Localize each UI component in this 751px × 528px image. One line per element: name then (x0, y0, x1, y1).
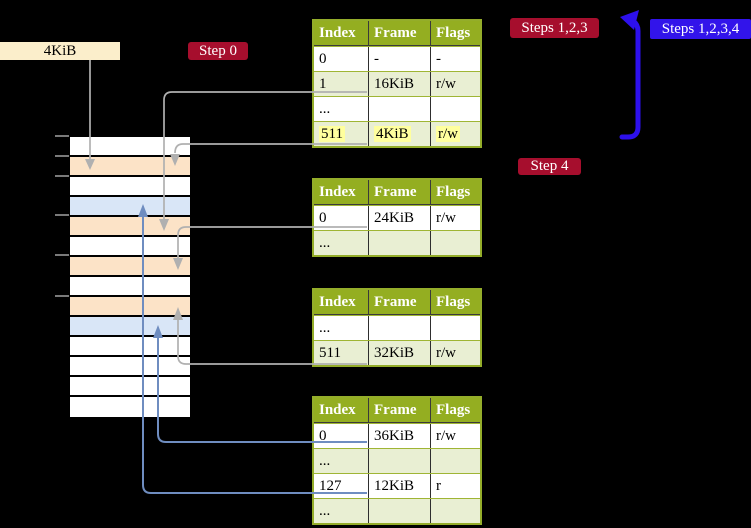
table-row: ... (314, 315, 480, 340)
memory-row-free (70, 337, 190, 357)
table-cell: r/w (436, 428, 456, 444)
memory-row-free (70, 177, 190, 197)
table-row: ... (314, 498, 480, 523)
memory-row-free (70, 277, 190, 297)
table-cell (431, 97, 480, 121)
table-cell (369, 449, 431, 473)
table-cell: - (369, 47, 431, 71)
steps-123-badge: Steps 1,2,3 (510, 18, 599, 38)
table-cell (431, 499, 480, 523)
table-cell (431, 231, 480, 255)
table-cell: - (436, 51, 441, 67)
memory-row-page-table (70, 217, 190, 237)
table-cell (369, 316, 431, 340)
table-cell: 24KiB (369, 206, 431, 230)
memory-row-free (70, 397, 190, 417)
table-cell (369, 231, 431, 255)
table-cell: 511 (314, 122, 369, 146)
table-row: ... (314, 96, 480, 121)
memory-row-free (70, 357, 190, 377)
table-cell: ... (314, 97, 369, 121)
table-cell (431, 316, 480, 340)
column-header-frame: Frame (369, 180, 431, 204)
table-cell: 0 (314, 47, 369, 71)
highlighted-value: r/w (436, 126, 460, 142)
table-cell: 0 (314, 424, 369, 448)
table-cell: ... (314, 316, 369, 340)
memory-row-free (70, 377, 190, 397)
physical-memory-column (70, 137, 190, 417)
table-cell: 36KiB (369, 424, 431, 448)
table-cell (369, 97, 431, 121)
table-cell: r/w (436, 76, 456, 92)
table-row: 0-- (314, 46, 480, 71)
memory-row-free (70, 137, 190, 157)
column-header-frame: Frame (369, 290, 431, 314)
table-cell: r/w (431, 122, 480, 146)
table-row: 511 4KiB r/w (314, 121, 480, 146)
column-header-index: Index (314, 398, 369, 422)
column-header-index: Index (314, 290, 369, 314)
memory-row-page-table (70, 257, 190, 277)
table-cell: 32KiB (369, 341, 431, 365)
table-cell: r/w (436, 345, 456, 361)
memory-row-free (70, 237, 190, 257)
recursive-loop-arrow (619, 17, 641, 140)
column-header-index: Index (314, 21, 369, 45)
recursive-loop-arrowhead (620, 10, 639, 30)
memory-tick (55, 214, 69, 216)
table-cell (431, 449, 480, 473)
memory-tick (55, 295, 69, 297)
step-4-badge: Step 4 (518, 158, 581, 175)
highlighted-value: 4KiB (374, 126, 411, 142)
table-cell: 127 (314, 474, 369, 498)
page-size-badge: 4KiB (0, 42, 120, 60)
steps-1234-badge: Steps 1,2,3,4 (650, 19, 751, 39)
memory-tick (55, 254, 69, 256)
memory-tick (55, 155, 69, 157)
column-header-index: Index (314, 180, 369, 204)
table-cell: r (436, 478, 441, 494)
table-cell: 1 (314, 72, 369, 96)
table-cell: 16KiB (369, 72, 431, 96)
highlighted-value: 511 (319, 126, 345, 142)
table-cell: 4KiB (369, 122, 431, 146)
column-header-flags: Flags (436, 294, 471, 310)
table-cell (369, 499, 431, 523)
memory-tick (55, 135, 69, 137)
column-header-frame: Frame (369, 398, 431, 422)
memory-row-mapped (70, 197, 190, 217)
table-row: ... (314, 448, 480, 473)
table-row: ... (314, 230, 480, 255)
column-header-flags: Flags (436, 25, 471, 41)
memory-tick (55, 175, 69, 177)
table-cell: ... (314, 231, 369, 255)
step-0-badge: Step 0 (188, 42, 248, 60)
column-header-flags: Flags (436, 402, 471, 418)
column-header-flags: Flags (436, 184, 471, 200)
memory-row-page-table (70, 157, 190, 177)
table-cell: ... (314, 499, 369, 523)
table-cell: ... (314, 449, 369, 473)
table-cell: r/w (436, 210, 456, 226)
memory-row-mapped (70, 317, 190, 337)
column-header-frame: Frame (369, 21, 431, 45)
memory-row-page-table (70, 297, 190, 317)
table-cell: 0 (314, 206, 369, 230)
table-cell: 511 (314, 341, 369, 365)
table-cell: 12KiB (369, 474, 431, 498)
